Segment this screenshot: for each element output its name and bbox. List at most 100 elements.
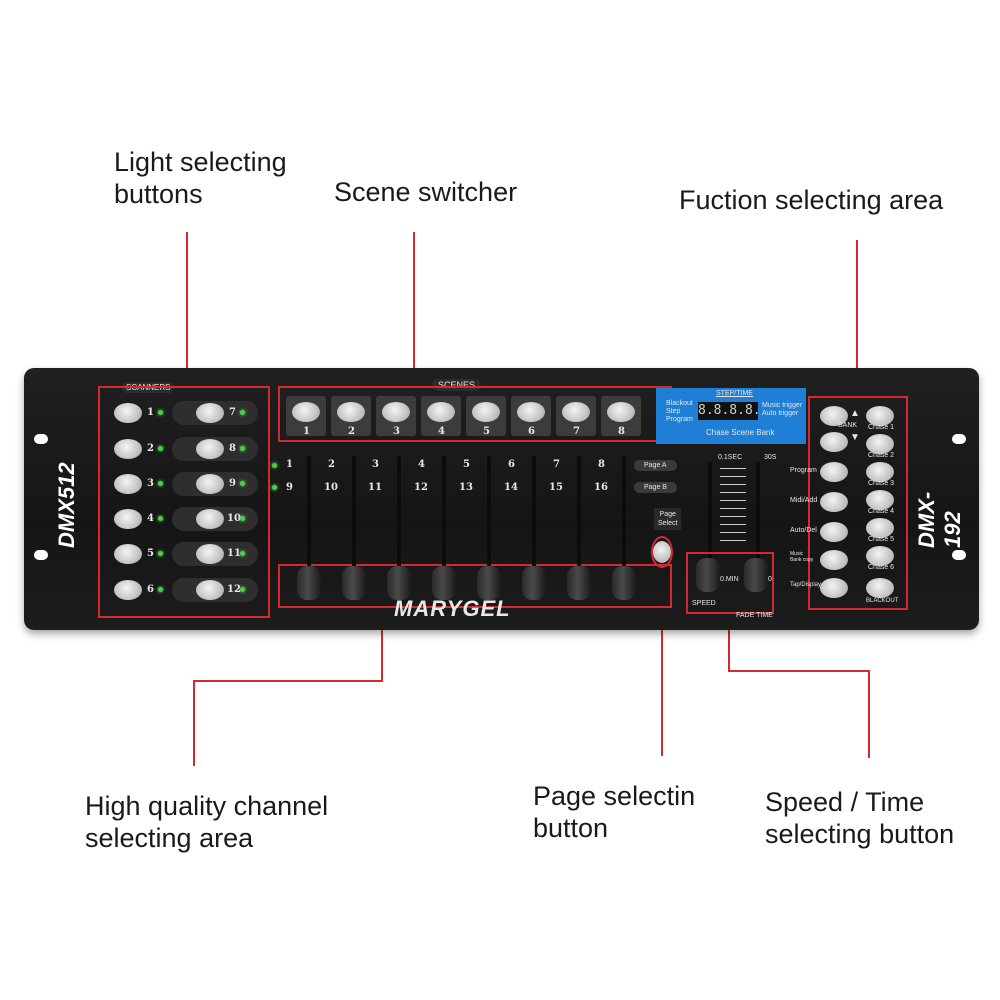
scanner-led	[158, 410, 163, 415]
scale-tick	[720, 468, 746, 469]
highlight-speed-time	[686, 552, 774, 614]
program-label: Program	[790, 467, 817, 474]
scene-button-1[interactable]	[292, 402, 320, 422]
callout-light-selecting: Light selecting buttons	[114, 147, 287, 209]
leader-line-channel-h	[193, 680, 383, 682]
fader-number: 4	[418, 459, 425, 470]
fader-track-2	[352, 456, 356, 596]
fader-knob-7[interactable]	[567, 566, 591, 600]
scanner-number: 8	[229, 443, 236, 454]
chase-3-button[interactable]	[866, 462, 894, 482]
scanner-button-4[interactable]	[114, 509, 142, 529]
scene-button-3[interactable]	[382, 402, 410, 422]
scanner-number: 11	[227, 548, 241, 559]
fader-number: 3	[372, 459, 379, 470]
chase-4-button[interactable]	[866, 490, 894, 510]
scene-button-8[interactable]	[607, 402, 635, 422]
bank-label: BANK	[838, 422, 858, 429]
bank-down-button[interactable]	[820, 432, 848, 452]
scene-button-2[interactable]	[337, 402, 365, 422]
music-bank-copy-button[interactable]	[820, 550, 848, 570]
fader-knob-5[interactable]	[477, 566, 501, 600]
callout-channel-area: High quality channel selecting area	[85, 791, 329, 853]
fader-number: 15	[549, 482, 563, 493]
bank-up-arrow-icon: ▲	[850, 408, 860, 419]
scanner-button-12[interactable]	[196, 580, 224, 600]
display-left-labels: Blackout Step Program	[666, 400, 693, 423]
speed-scale-top-right: 30S	[764, 454, 777, 461]
fader-knob-4[interactable]	[432, 566, 456, 600]
scanner-led	[158, 516, 163, 521]
scene-button-6[interactable]	[517, 402, 545, 422]
fader-knob-3[interactable]	[387, 566, 411, 600]
scene-button-7[interactable]	[562, 402, 590, 422]
scanner-led	[158, 446, 163, 451]
fade-time-fader-knob[interactable]	[744, 558, 768, 592]
blackout-button[interactable]	[866, 578, 894, 598]
page-select-button[interactable]	[653, 541, 671, 563]
speed-label: SPEED	[692, 600, 716, 607]
fade-time-label: FADE TIME	[736, 612, 773, 619]
scanner-button-2[interactable]	[114, 439, 142, 459]
scale-tick	[720, 500, 746, 501]
scanner-button-9[interactable]	[196, 474, 224, 494]
callout-function-area: Fuction selecting area	[679, 185, 944, 215]
chase-1-button[interactable]	[866, 406, 894, 426]
fader-knob-2[interactable]	[342, 566, 366, 600]
mount-hole	[952, 550, 966, 560]
scanner-button-7[interactable]	[196, 403, 224, 423]
scanner-button-10[interactable]	[196, 509, 224, 529]
fader-track-5	[487, 456, 491, 596]
chase-2-button[interactable]	[866, 434, 894, 454]
scanner-number: 6	[147, 584, 154, 595]
scanner-button-5[interactable]	[114, 544, 142, 564]
chase-label: Chase 1	[868, 424, 895, 431]
fader-track-4	[442, 456, 446, 596]
leader-line-page	[661, 580, 663, 756]
display-right-labels: Music trigger Auto trigger	[762, 402, 803, 417]
display-footer: Chase Scene Bank	[706, 428, 775, 437]
bank-down-arrow-icon: ▼	[850, 432, 860, 443]
scanner-led	[240, 587, 245, 592]
page-led	[272, 485, 277, 490]
program-button[interactable]	[820, 462, 848, 482]
auto-del-button[interactable]	[820, 522, 848, 542]
page-b-button[interactable]: Page B	[634, 482, 677, 493]
page-a-button[interactable]: Page A	[634, 460, 677, 471]
scene-button-5[interactable]	[472, 402, 500, 422]
scale-tick	[720, 516, 746, 517]
scale-tick	[720, 540, 746, 541]
scanner-button-11[interactable]	[196, 544, 224, 564]
scanner-button-3[interactable]	[114, 474, 142, 494]
scanner-button-8[interactable]	[196, 439, 224, 459]
chase-6-button[interactable]	[866, 546, 894, 566]
bank-up-button[interactable]	[820, 406, 848, 426]
fader-knob-8[interactable]	[612, 566, 636, 600]
fader-number: 13	[459, 482, 473, 493]
tap-display-button[interactable]	[820, 578, 848, 598]
scale-tick	[720, 532, 746, 533]
scanner-led	[240, 481, 245, 486]
fader-track-8	[622, 456, 626, 596]
leader-line-function	[856, 240, 858, 390]
scanner-button-1[interactable]	[114, 403, 142, 423]
step-time-display: STEP/TIME Blackout Step Program 8.8.8.8.…	[656, 388, 806, 444]
scale-tick	[720, 524, 746, 525]
speed-scale-bottom-right: 0	[768, 576, 772, 583]
scale-tick	[720, 484, 746, 485]
seven-segment-readout: 8.8.8.8.	[698, 402, 761, 420]
brand-logo: MARYGEL	[394, 596, 511, 621]
fade-fader-track	[756, 462, 760, 592]
scanner-button-6[interactable]	[114, 580, 142, 600]
leader-line-speed-up	[728, 622, 730, 672]
speed-fader-knob[interactable]	[696, 558, 720, 592]
highlight-scanners	[98, 386, 270, 618]
leader-line-scene	[413, 232, 415, 378]
highlight-page-select	[651, 536, 673, 568]
fader-knob-1[interactable]	[297, 566, 321, 600]
chase-5-button[interactable]	[866, 518, 894, 538]
fader-knob-6[interactable]	[522, 566, 546, 600]
midi-add-button[interactable]	[820, 492, 848, 512]
scanner-led	[240, 410, 245, 415]
scene-button-4[interactable]	[427, 402, 455, 422]
